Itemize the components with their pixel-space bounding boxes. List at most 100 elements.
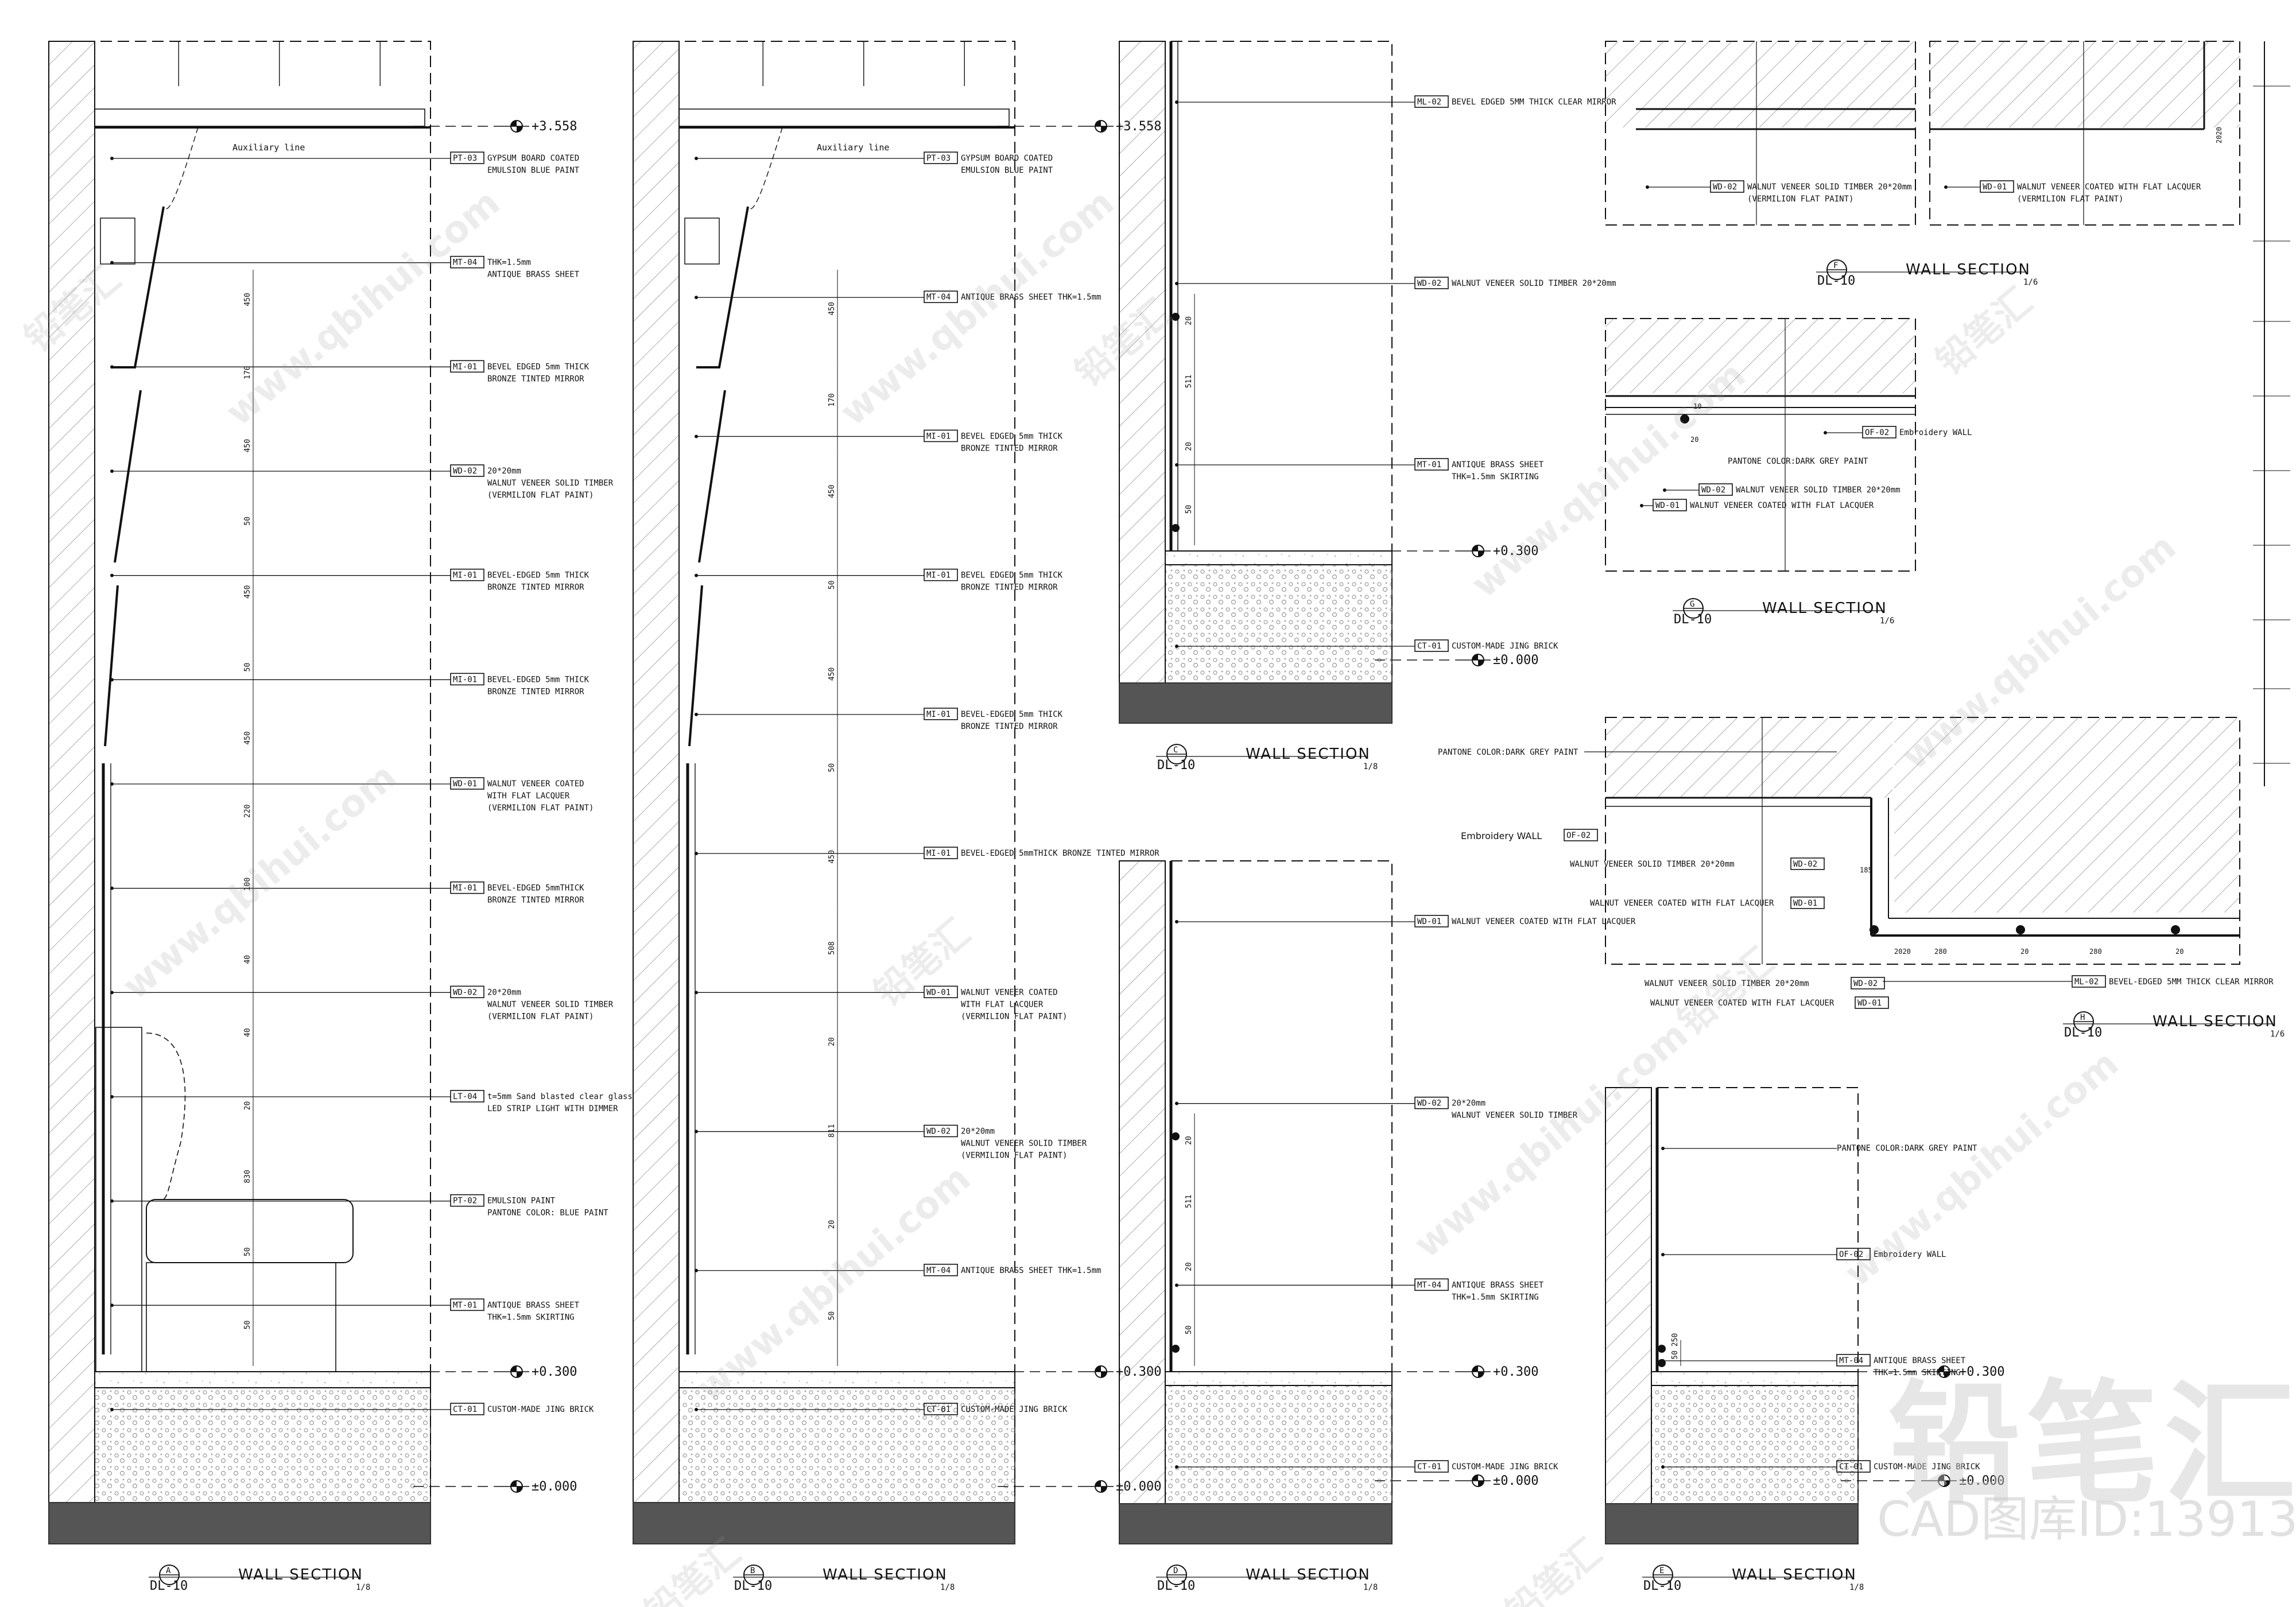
wall-hatch [48,41,95,1544]
level-marker-fill [1472,545,1484,557]
leader-dot [695,1129,698,1134]
material-description: t=5mm Sand blasted clear glass [487,1092,633,1101]
material-description: THK=1.5mm SKIRTING [1452,1292,1539,1302]
screed-layer [1165,564,1393,684]
material-code: ML-02 [2074,977,2099,987]
material-tag [1855,996,1889,1009]
material-code: MT-04 [1839,1356,1863,1365]
leader-dot [1640,504,1643,507]
auxiliary-line [747,127,783,209]
material-description: BEVEL-EDGED 5mm THICK [487,675,589,684]
section-letter: H [2080,1013,2085,1022]
level-marker-fill [1472,1475,1484,1486]
sheet-ref: DL-10 [2064,1026,2102,1040]
floor-finish [1165,1371,1393,1386]
leader-dot [110,1095,114,1098]
material-description: BRONZE TINTED MIRROR [487,896,584,905]
level-marker-fill [511,1366,522,1377]
material-description: BRONZE TINTED MIRROR [961,722,1058,731]
material-description: WALNUT VENEER COATED WITH FLAT LACQUER [2017,183,2201,192]
material-description: PANTONE COLOR:DARK GREY PAINT [1837,1144,1977,1153]
leader-dot [110,261,114,265]
material-description: BEVEL EDGED 5mm THICK [487,362,589,371]
material-description: ANTIQUE BRASS SHEET [1874,1356,1966,1365]
dimension-text: 20 [828,1037,836,1046]
dimension-text: 280 [2089,948,2102,956]
title-strip [2253,41,2290,786]
dimension-text: 20 [1690,436,1698,444]
section-title: WALL SECTION [1246,1566,1371,1583]
material-description: WITH FLAT LACQUER [961,1000,1044,1009]
material-tag [1564,829,1598,841]
leader-dot [695,434,698,438]
material-tag [924,1263,958,1276]
material-code: WD-02 [1701,486,1725,495]
leader-dot [1661,1253,1665,1256]
sheet-ref: DL-10 [1157,758,1195,773]
section-scale: 1/6 [1880,616,1894,626]
dimension-text: 100 [243,878,252,891]
material-tag [1414,458,1449,471]
material-description: GYPSUM BOARD COATED [487,154,579,163]
dimension-text: 450 [243,731,252,744]
material-code: WD-02 [1417,1099,1441,1108]
tilted-mirror-panel [104,585,119,747]
section-scale: 1/8 [356,1583,370,1592]
tilted-mirror-panel [696,206,749,368]
material-tag [450,881,484,894]
material-tag [1836,1248,1871,1260]
material-description: (VERMILION FLAT PAINT) [487,491,594,500]
leader-dot [1175,920,1178,923]
dimension-text: 508 [828,941,836,954]
leader-dot [110,157,114,160]
dimension-text: 450 [243,585,252,599]
timber-strip [1172,1132,1180,1140]
screed-layer [94,1387,431,1503]
material-code: MT-04 [453,258,477,267]
material-code: MI-01 [453,884,477,893]
material-tag [1790,857,1825,870]
material-tag [450,464,484,477]
material-description: BEVEL EDGED 5MM THICK CLEAR MIRROR [1452,98,1616,107]
material-code: MT-01 [1417,460,1441,469]
material-code: WD-02 [1417,279,1441,288]
section-outline [48,41,431,1544]
material-description: (VERMILION FLAT PAINT) [961,1012,1067,1021]
dimension-text: 2020 [1894,948,1911,956]
material-tag [450,360,484,373]
dimension-text: 250 [1671,1333,1680,1346]
material-description: WALNUT VENEER COATED WITH FLAT LACQUER [1452,917,1636,926]
leader-dot [1175,100,1178,104]
material-description: THK=1.5mm SKIRTING [487,1313,575,1322]
dimension-text: 50 [828,580,836,589]
dimension-text: 50 [243,1247,252,1256]
leader-dot [1175,645,1178,648]
level-marker-fill [1472,1366,1484,1377]
material-description: CUSTOM-MADE JING BRICK [1452,642,1558,651]
leader-dot [110,573,114,577]
timber-strip [1172,524,1180,532]
leader-dot [1661,1147,1665,1150]
dimension-text: 450 [828,484,836,498]
dimension-text: 20 [1185,1262,1193,1271]
dimension-text: 20 [1185,1136,1193,1145]
dimension-text: 40 [243,955,252,964]
material-description: BRONZE TINTED MIRROR [961,444,1058,453]
material-tag [450,985,484,999]
material-code: MT-04 [926,1266,951,1275]
dimension-text: 20 [1185,316,1193,325]
section-letter: B [750,1566,755,1575]
leader-dot [695,1408,698,1411]
wall-hatch [1605,319,1915,393]
dimension-text: 50 [243,1321,252,1330]
level-marker-fill [1095,121,1107,132]
dimension-text: 450 [828,850,836,863]
leader-dot [110,1408,114,1411]
dimension-text: 185 [1860,866,1872,874]
material-description: 20*20mm [1452,1099,1486,1108]
section-title: WALL SECTION [1246,746,1371,763]
tilted-mirror-panel [698,390,726,563]
